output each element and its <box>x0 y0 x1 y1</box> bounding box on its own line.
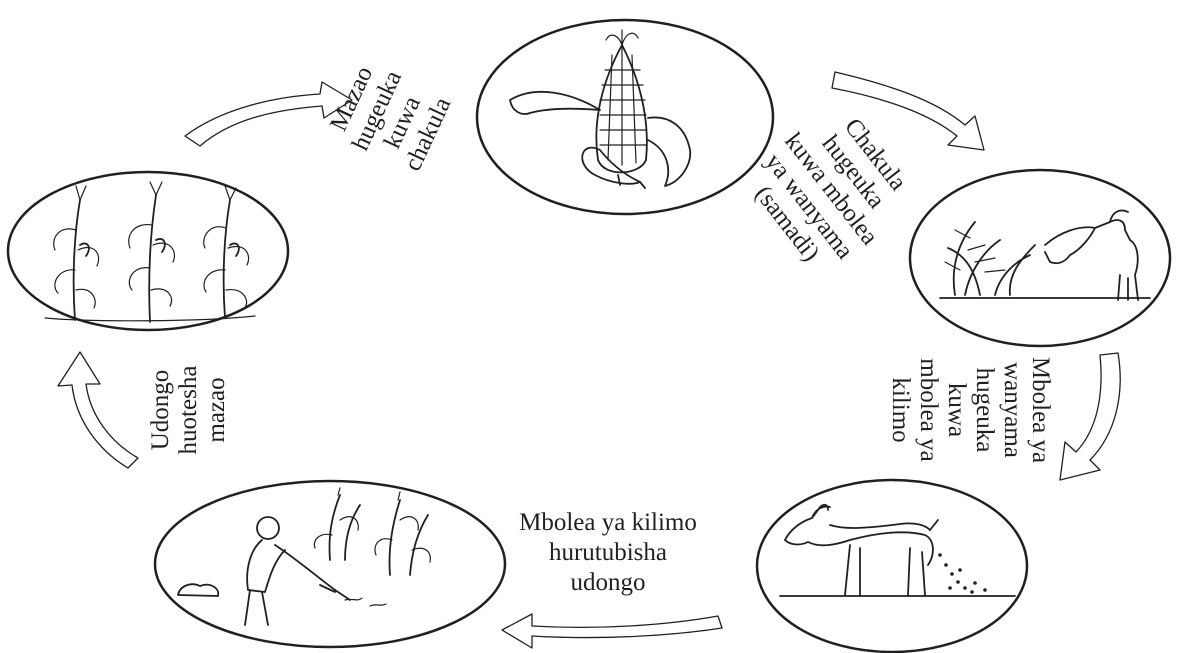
label-line: Mbolea ya <box>1027 357 1054 463</box>
stage-maize-cob <box>477 20 773 214</box>
label-line: hurutubisha <box>549 539 667 566</box>
label-line: mbolea ya <box>915 358 942 461</box>
stage-farmer-spreading-manure <box>155 481 505 647</box>
label-line: kilimo <box>887 377 914 442</box>
label-line: Mbolea ya kilimo <box>519 509 697 536</box>
label-crops-to-food: Mazao hugeuka kuwa chakula <box>322 55 458 179</box>
label-line: kuwa <box>943 383 970 437</box>
label-soil-grows-crops: Udongo huotesha mazao <box>147 366 230 455</box>
arrow-soil-grows-crops <box>58 352 138 468</box>
label-line: wanyama <box>999 362 1026 458</box>
label-line: hugeuka <box>971 368 998 453</box>
stage-oval <box>155 481 505 647</box>
label-line: udongo <box>571 569 646 596</box>
arrow-animal-manure-to-farm-manure <box>1060 353 1120 480</box>
stage-oval <box>757 480 1027 652</box>
label-animal-manure-to-farm-manure: Mbolea ya wanyama hugeuka kuwa mbolea ya… <box>887 357 1054 463</box>
arrow-crops-to-food <box>185 82 352 146</box>
arrow-manure-fertilizes-soil <box>502 614 722 648</box>
stage-goat-eating-plants <box>910 170 1170 346</box>
stage-goat-dropping-manure <box>757 480 1027 652</box>
label-line: huotesha <box>175 366 202 455</box>
stage-maize-plants <box>8 172 288 330</box>
label-manure-fertilizes-soil: Mbolea ya kilimo hurutubisha udongo <box>519 509 697 596</box>
stage-oval <box>910 170 1170 346</box>
label-line: mazao <box>203 377 230 442</box>
label-line: Udongo <box>147 370 174 451</box>
